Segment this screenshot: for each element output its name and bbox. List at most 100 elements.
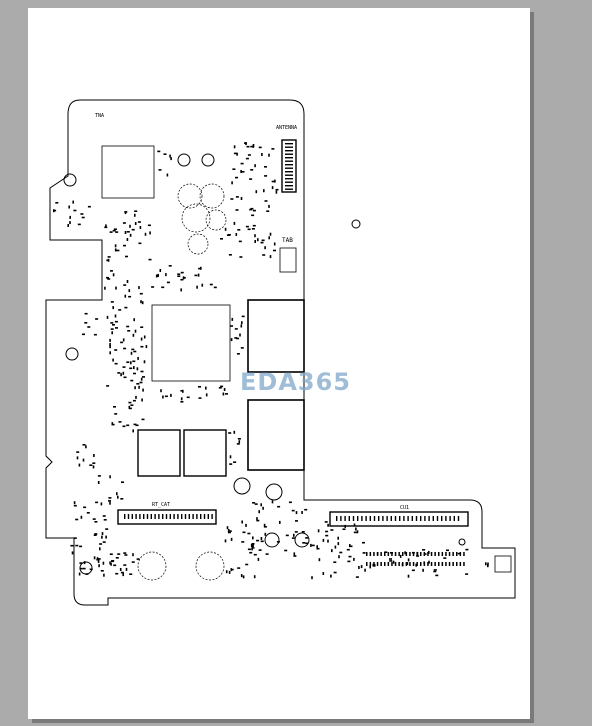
component-pad xyxy=(316,547,320,550)
component-pad xyxy=(250,169,254,171)
component-pad xyxy=(295,511,298,515)
component-pad xyxy=(139,226,142,229)
component-pad xyxy=(349,544,351,548)
component-pad xyxy=(130,361,132,365)
component-pad xyxy=(262,254,266,256)
component-pad xyxy=(376,562,379,566)
component-pad xyxy=(143,360,146,364)
inductor-ring xyxy=(205,209,227,231)
component-pad xyxy=(241,171,245,173)
component-pad xyxy=(398,552,400,556)
component-pad xyxy=(137,221,141,223)
component-pad xyxy=(301,511,303,514)
component-pad xyxy=(416,552,418,556)
inductor-ring xyxy=(195,551,225,581)
component-pad xyxy=(87,326,91,328)
component-pad xyxy=(143,514,145,519)
component-pad xyxy=(112,324,115,326)
component-pad xyxy=(263,189,265,193)
component-pad xyxy=(362,541,365,544)
mount-hole xyxy=(65,347,79,361)
component-pad xyxy=(180,390,184,392)
component-pad xyxy=(311,544,315,547)
component-pad xyxy=(228,530,232,532)
component-pad xyxy=(104,286,106,290)
component-pad xyxy=(310,543,312,547)
component-pad xyxy=(260,241,264,244)
component-pad xyxy=(140,300,142,304)
component-pad xyxy=(182,277,186,279)
component-pad xyxy=(404,551,406,555)
component-pad xyxy=(285,153,293,155)
component-pad xyxy=(407,574,410,578)
component-pad xyxy=(136,558,140,560)
component-pad xyxy=(407,516,409,521)
component-pad xyxy=(200,266,202,270)
coil xyxy=(233,477,251,495)
component-pad xyxy=(126,424,130,427)
component-pad xyxy=(386,516,388,521)
component-pad xyxy=(271,186,274,190)
component-pad xyxy=(112,358,114,362)
component-pad xyxy=(89,464,93,466)
component-pad xyxy=(164,395,168,398)
component-pad xyxy=(441,516,443,521)
component-pad xyxy=(304,508,308,511)
component-pad xyxy=(407,558,410,562)
component-pad xyxy=(122,338,125,342)
component-pad xyxy=(378,516,380,521)
component-pad xyxy=(168,265,172,267)
antenna2-label: ANTENNA xyxy=(276,125,298,131)
component-pad xyxy=(420,516,422,521)
component-pad xyxy=(376,552,379,556)
coil xyxy=(177,153,191,167)
component-pad xyxy=(459,552,462,556)
component-pad xyxy=(234,337,238,339)
component-pad xyxy=(213,286,217,289)
component-pad xyxy=(432,516,434,521)
component-pad xyxy=(109,475,111,479)
component-pad xyxy=(96,557,99,561)
component-pad xyxy=(236,337,240,340)
component-pad xyxy=(101,532,104,536)
component-pad xyxy=(162,514,164,519)
component-pad xyxy=(117,495,119,499)
component-pad xyxy=(102,561,105,565)
component-pad xyxy=(169,154,171,158)
component-pad xyxy=(443,557,447,559)
component-pad xyxy=(245,523,247,527)
component-pad xyxy=(150,514,152,519)
component-pad xyxy=(224,227,227,231)
component-pad xyxy=(355,527,357,531)
component-pad xyxy=(129,573,133,575)
tab-component xyxy=(279,247,297,273)
component-pad xyxy=(161,286,165,289)
component-pad xyxy=(92,462,96,464)
component-pad xyxy=(120,571,124,574)
component-pad xyxy=(291,509,295,512)
component-pad xyxy=(110,270,113,272)
component-pad xyxy=(81,216,85,219)
component-pad xyxy=(271,500,274,504)
component-pad xyxy=(205,393,208,397)
component-pad xyxy=(305,537,309,539)
component-pad xyxy=(92,518,96,520)
component-pad xyxy=(122,366,126,368)
component-pad xyxy=(285,171,293,173)
component-pad xyxy=(125,567,128,571)
component-pad xyxy=(457,552,461,555)
component-pad xyxy=(264,175,268,177)
component-pad xyxy=(115,557,119,559)
component-pad xyxy=(254,503,258,505)
component-pad xyxy=(448,552,451,556)
component-pad xyxy=(369,516,371,521)
component-pad xyxy=(236,353,240,355)
component-pad xyxy=(391,562,393,566)
component-pad xyxy=(218,387,222,389)
component-pad xyxy=(427,552,429,556)
component-pad xyxy=(126,361,130,363)
component-pad xyxy=(109,501,111,505)
component-pad xyxy=(82,567,86,570)
component-pad xyxy=(235,196,239,198)
component-pad xyxy=(382,516,384,521)
